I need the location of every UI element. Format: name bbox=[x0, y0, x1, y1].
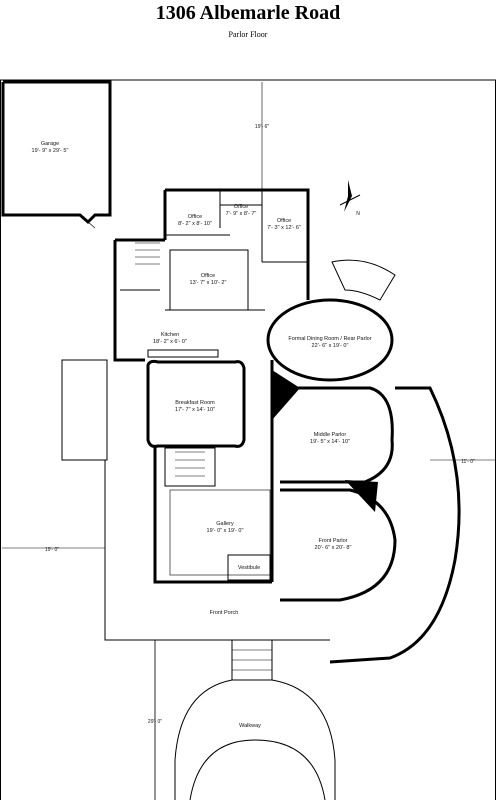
dimension-label: 19'- 6" bbox=[255, 124, 269, 130]
dining-label: Formal Dining Room / Rear Parlor bbox=[288, 336, 371, 342]
property-boundary bbox=[0, 79, 496, 800]
middle-parlor-label: Middle Parlor bbox=[314, 432, 347, 438]
office-label: Office bbox=[234, 204, 248, 210]
walkway-label: Walkway bbox=[239, 723, 261, 729]
office-label: Office bbox=[188, 214, 202, 220]
compass-rose: N bbox=[339, 180, 361, 217]
dimension-label: 29'- 0" bbox=[148, 719, 162, 725]
north-label: N bbox=[356, 211, 360, 217]
dimension-label: 11'- 0" bbox=[461, 459, 475, 465]
office-size: 7'- 9" x 8'- 7" bbox=[226, 211, 257, 217]
front-parlor-size: 20'- 6" x 20'- 8" bbox=[315, 545, 352, 551]
garage-size: 19'- 9" x 29'- 5" bbox=[32, 148, 69, 154]
dimension-label: 19'- 0" bbox=[45, 547, 59, 553]
breakfast-size: 17'- 7" x 14'- 10" bbox=[175, 407, 215, 413]
garage bbox=[1, 80, 112, 229]
gallery-size: 19'- 0" x 19'- 0" bbox=[207, 528, 244, 534]
page-title: 1306 Albemarle Road bbox=[155, 2, 341, 24]
breakfast-label: Breakfast Room bbox=[175, 400, 215, 406]
kitchen-size: 18'- 2" x 6'- 0" bbox=[153, 339, 187, 345]
dimension-lines bbox=[2, 82, 496, 800]
front-porch-label: Front Porch bbox=[210, 610, 239, 616]
office-size: 8'- 2" x 8'- 10" bbox=[178, 221, 212, 227]
middle-parlor-size: 19'- 5" x 14'- 10" bbox=[310, 439, 350, 445]
office-label: Office bbox=[201, 273, 215, 279]
garage-label: Garage bbox=[41, 141, 59, 147]
walkway bbox=[154, 639, 336, 800]
office-size: 7'- 3" x 12'- 6" bbox=[267, 225, 301, 231]
vestibule-label: Vestibule bbox=[238, 565, 260, 571]
house-walls bbox=[61, 188, 461, 664]
floor-label: Parlor Floor bbox=[228, 30, 268, 39]
front-parlor-label: Front Parlor bbox=[318, 538, 347, 544]
office-size: 13'- 7" x 10'- 2" bbox=[190, 280, 227, 286]
dining-size: 22'- 6" x 19'- 0" bbox=[312, 343, 349, 349]
gallery-label: Gallery bbox=[216, 521, 234, 527]
office-label: Office bbox=[277, 218, 291, 224]
kitchen-label: Kitchen bbox=[161, 332, 179, 338]
